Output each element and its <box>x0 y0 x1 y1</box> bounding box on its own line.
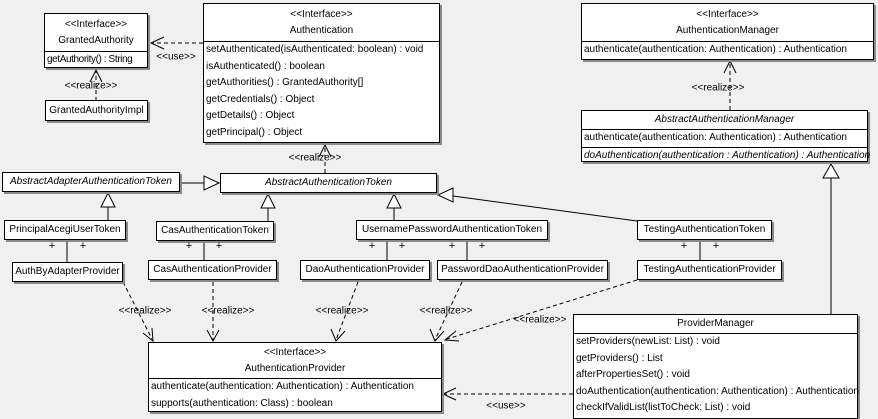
class-auth-by-adapter-provider[interactable]: AuthByAdapterProvider <box>12 262 123 282</box>
realize-label: <<realize>> <box>691 82 745 94</box>
class-authentication[interactable]: <<Interface>> Authentication setAuthenti… <box>203 3 440 143</box>
class-name: AuthByAdapterProvider <box>15 266 120 277</box>
method: checkIfValidList(listToCheck: List) : vo… <box>576 402 751 414</box>
class-name: TestingAuthenticationToken <box>643 224 766 235</box>
realize-label: <<realize>> <box>513 314 567 326</box>
realize-passworddao-to-authenticationprovider <box>429 281 463 342</box>
class-dao-authentication-provider[interactable]: DaoAuthenticationProvider <box>300 260 430 280</box>
realize-authbyadapter-to-authenticationprovider <box>122 281 154 343</box>
class-testing-authentication-provider[interactable]: TestingAuthenticationProvider <box>637 260 782 280</box>
method: getPrincipal() : Object <box>206 126 303 138</box>
multiplicity-label: + <box>398 240 406 252</box>
generalization-usernamepassword-to-abstract-token <box>386 192 402 221</box>
stereotype: <<Interface>> <box>696 9 759 20</box>
class-name: PasswordDaoAuthenticationProvider <box>441 264 604 275</box>
method: getCredentials() : Object <box>206 93 315 105</box>
class-testing-authentication-token[interactable]: TestingAuthenticationToken <box>637 220 772 240</box>
class-abstract-authentication-token[interactable]: AbstractAuthenticationToken <box>220 173 437 193</box>
class-abstract-authentication-manager[interactable]: AbstractAuthenticationManager authentica… <box>581 110 870 165</box>
generalization-providermanager-to-abstract-manager <box>822 162 840 314</box>
stereotype: <<Interface>> <box>64 19 128 30</box>
class-name: CasAuthenticationToken <box>161 225 269 236</box>
multiplicity-label: + <box>448 240 456 252</box>
class-name: GrantedAuthorityImpl <box>49 104 144 116</box>
realize-label: <<realize>> <box>201 305 255 317</box>
method-abstract: doAuthentication(authentication : Authen… <box>582 146 870 165</box>
method: getDetails() : Object <box>206 110 295 122</box>
class-name: UsernamePasswordAuthenticationToken <box>361 224 543 235</box>
class-password-dao-authentication-provider[interactable]: PasswordDaoAuthenticationProvider <box>437 260 608 280</box>
method: doAuthentication(authentication: Authent… <box>576 385 859 397</box>
method: getAuthorities() : GrantedAuthority[] <box>206 77 364 89</box>
generalization-testing-token-to-abstract-token <box>436 187 638 222</box>
realize-daoprovider-to-authenticationprovider <box>330 281 359 342</box>
realize-label: <<realize>> <box>64 80 118 92</box>
realize-label: <<realize>> <box>288 152 342 164</box>
multiplicity-label: + <box>478 240 486 252</box>
generalization-adapter-to-abstract-token <box>180 175 221 191</box>
class-name: CasAuthenticationProvider <box>153 264 272 275</box>
class-name: GrantedAuthority <box>58 35 134 46</box>
class-name: DaoAuthenticationProvider <box>305 264 425 275</box>
multiplicity-label: + <box>79 240 87 252</box>
realize-label: <<realize>> <box>118 305 172 317</box>
stereotype: <<Interface>> <box>290 9 353 20</box>
method: setProviders(newList: List) : void <box>576 336 720 347</box>
use-providermanager-to-authenticationprovider <box>441 387 573 401</box>
class-name: AbstractAuthenticationToken <box>265 177 392 188</box>
class-authentication-provider[interactable]: <<Interface>> AuthenticationProvider aut… <box>148 342 442 412</box>
use-label: <<use>> <box>156 51 196 63</box>
method: authenticate(authentication: Authenticat… <box>151 381 414 392</box>
class-name: AuthenticationManager <box>676 25 779 36</box>
method: afterPropertiesSet() : void <box>576 369 690 381</box>
class-name: PrincipalAcegiUserToken <box>9 224 121 235</box>
class-authentication-manager[interactable]: <<Interface>> AuthenticationManager auth… <box>581 3 874 60</box>
method: isAuthenticated() : boolean <box>206 60 325 72</box>
class-provider-manager[interactable]: ProviderManager setProviders(newList: Li… <box>573 314 859 419</box>
multiplicity-label: + <box>48 240 56 252</box>
class-cas-authentication-token[interactable]: CasAuthenticationToken <box>156 221 274 241</box>
realize-casprovider-to-authenticationprovider <box>206 282 220 343</box>
class-granted-authority-impl[interactable]: GrantedAuthorityImpl <box>45 100 148 121</box>
multiplicity-label: + <box>368 240 376 252</box>
method: getProviders() : List <box>576 352 663 364</box>
multiplicity-label: + <box>712 240 720 252</box>
method: authenticate(authentication: Authenticat… <box>584 132 847 143</box>
method: getAuthority() : String <box>47 54 133 65</box>
class-name: Authentication <box>289 25 354 36</box>
class-name: ProviderManager <box>677 318 754 329</box>
multiplicity-label: + <box>185 240 193 252</box>
realize-testingprovider-to-authenticationprovider <box>443 279 638 342</box>
method: supports(authentication: Class) : boolea… <box>151 397 333 409</box>
multiplicity-label: + <box>215 240 223 252</box>
class-cas-authentication-provider[interactable]: CasAuthenticationProvider <box>148 260 277 280</box>
realize-grantedauthorityimpl-to-grantedauthority <box>89 68 103 101</box>
class-name: AuthenticationProvider <box>244 363 346 374</box>
class-principal-acegi-user-token[interactable]: PrincipalAcegiUserToken <box>4 220 126 240</box>
generalization-principal-to-adapter <box>100 191 116 221</box>
realize-abstract-manager-to-authenticationmanager <box>723 59 737 110</box>
method: authenticate(authentication: Authenticat… <box>584 44 847 55</box>
method: setAuthenticated(isAuthenticated: boolea… <box>206 44 424 55</box>
stereotype: <<Interface>> <box>263 347 327 358</box>
class-name: AbstractAdapterAuthenticationToken <box>10 176 172 187</box>
realize-label: <<realize>> <box>419 305 473 317</box>
class-name: TestingAuthenticationProvider <box>643 264 776 275</box>
realize-label: <<realize>> <box>315 305 369 317</box>
multiplicity-label: + <box>680 240 688 252</box>
use-label: <<use>> <box>486 400 526 412</box>
class-name: AbstractAuthenticationManager <box>654 114 795 125</box>
class-abstract-adapter-authentication-token[interactable]: AbstractAdapterAuthenticationToken <box>2 172 180 192</box>
class-username-password-authentication-token[interactable]: UsernamePasswordAuthenticationToken <box>356 220 548 240</box>
class-granted-authority[interactable]: <<Interface>> GrantedAuthority getAuthor… <box>44 13 148 68</box>
generalization-cas-token-to-abstract-token <box>260 192 276 222</box>
use-authentication-to-grantedauthority <box>149 36 203 50</box>
realize-abstract-token-to-authentication <box>318 143 332 173</box>
association-token-provider-lines <box>66 241 701 262</box>
